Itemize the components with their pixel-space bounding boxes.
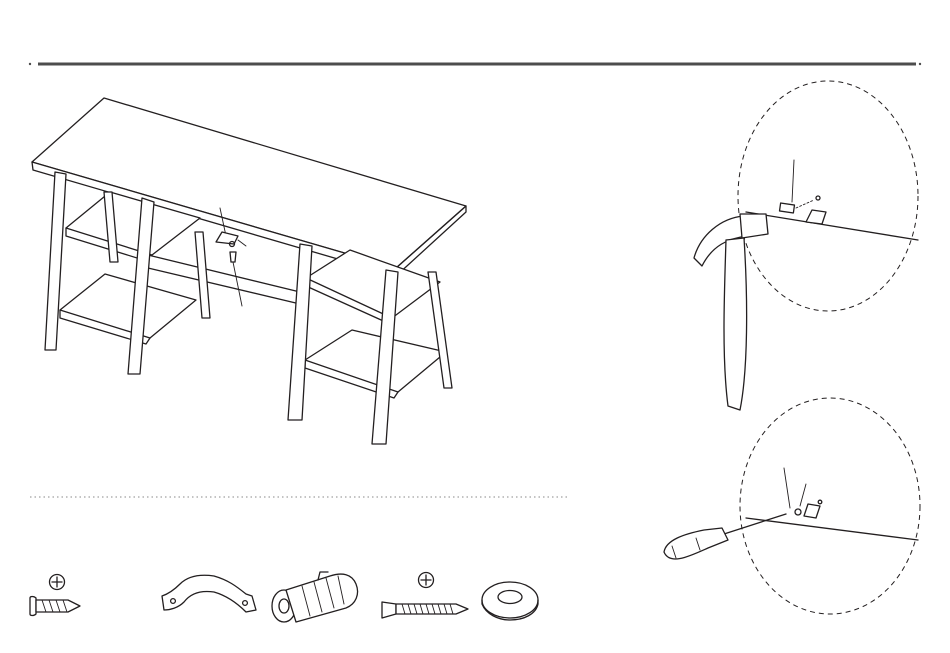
desk-top <box>32 98 466 276</box>
hardware-list <box>30 572 538 622</box>
desk-assembly-illustration <box>32 98 466 444</box>
phillips-screw-icon <box>30 575 80 616</box>
metal-strap-bracket-icon <box>162 575 256 612</box>
detail-circle-top <box>738 81 918 311</box>
header-rule <box>29 63 921 65</box>
plastic-wall-anchor-icon <box>272 572 358 622</box>
hammer-anchor-detail <box>694 81 918 410</box>
detail-circle-bottom <box>740 398 920 614</box>
flat-washer-icon <box>482 582 538 620</box>
screwdriver-bracket-detail <box>664 398 920 614</box>
right-shelves <box>305 250 446 398</box>
long-phillips-screw-icon <box>382 573 468 619</box>
